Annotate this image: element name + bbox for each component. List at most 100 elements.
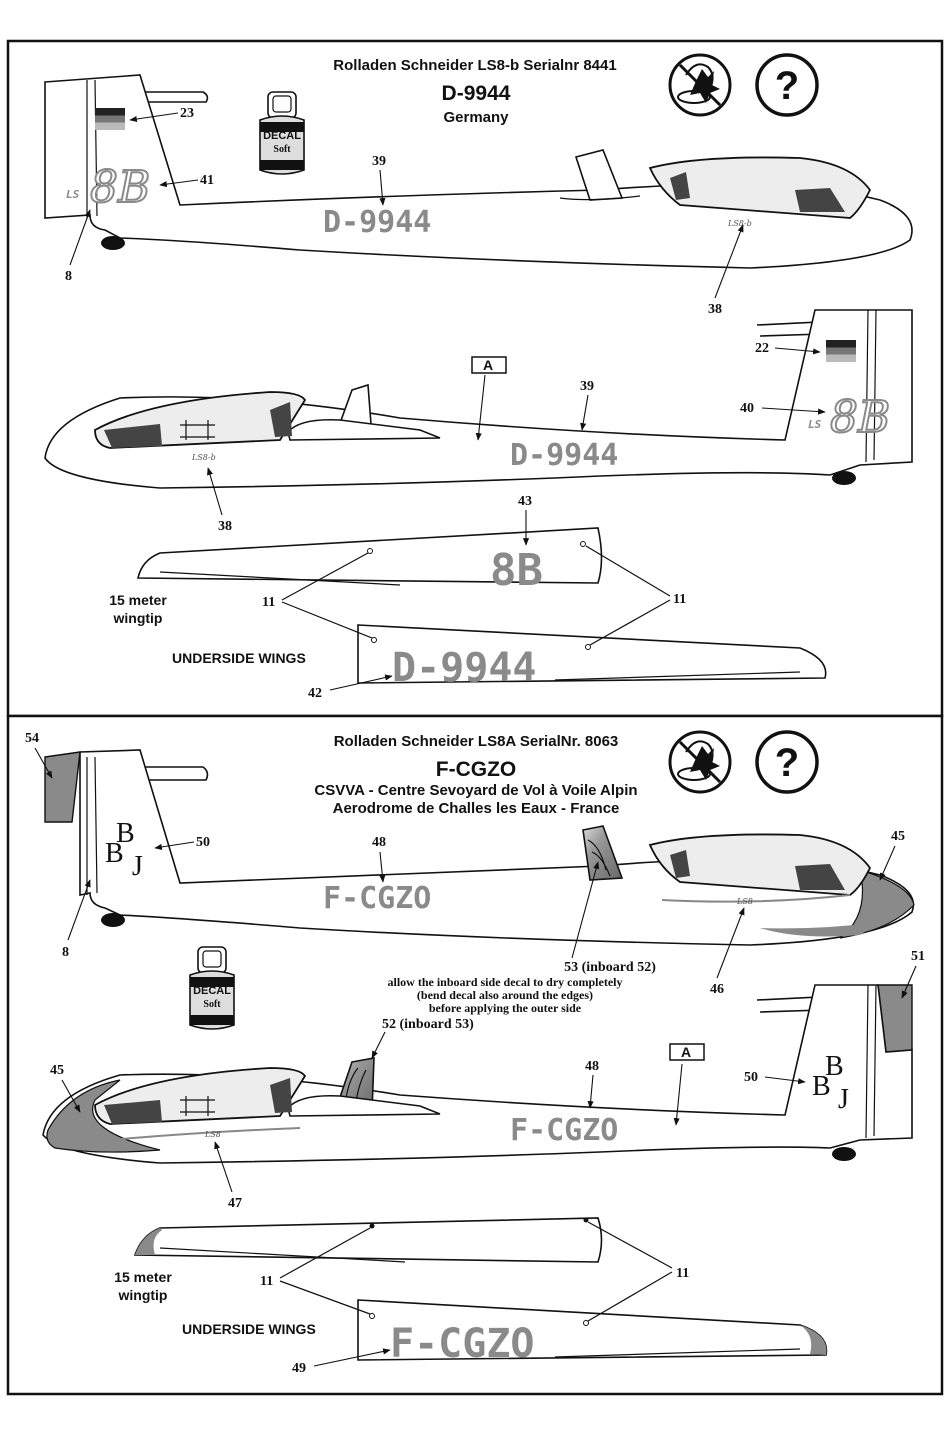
canopy-script-decal-47: LS8 [204, 1130, 221, 1139]
logo-letter-j: J [132, 851, 143, 882]
glider1-left-side: LS 8B D-9944 LS8-b A [44, 309, 913, 489]
help-icon-2: ? [755, 730, 819, 794]
nose-decal-45-left [46, 1079, 161, 1153]
flag-decal-22 [826, 340, 856, 362]
tail-prefix-decal: LS [66, 188, 80, 201]
glider1-right-side: LS 8B D-9944 LS8-b [44, 74, 913, 269]
panel1-callouts: 23 41 8 39 38 22 40 39 38 43 11 11 [65, 106, 826, 701]
inboard-decal-note: 53 (inboard 52) allow the inboard side d… [388, 960, 657, 1015]
tail-code-decal-41: 8B [90, 162, 150, 213]
marker-a-text: A [483, 357, 493, 373]
wingtip-label-line2: wingtip [113, 610, 163, 626]
callout-40: 40 [740, 401, 754, 416]
panel2-registration: F-CGZO [436, 758, 516, 781]
wing-reg-decal-42: D-9944 [392, 645, 537, 691]
underside-wings-label-2: UNDERSIDE WINGS [182, 1321, 316, 1337]
panel1-header: Rolladen Schneider LS8-b Serialnr 8441 [333, 57, 616, 74]
callout-11-d: 11 [676, 1266, 689, 1281]
panel-fcgzo: Rolladen Schneider LS8A SerialNr. 8063 F… [6, 714, 944, 1396]
callout-23: 23 [180, 106, 194, 121]
panel2-header: Rolladen Schneider LS8A SerialNr. 8063 [334, 733, 619, 750]
reference-marker-a-2 [669, 1043, 705, 1061]
note-line2: (bend decal also around the edges) [417, 988, 593, 1002]
wing-reg-decal-49: F-CGZO [390, 1321, 535, 1367]
reg-decal-39-right: D-9944 [323, 205, 431, 240]
callout-11-b: 11 [673, 592, 686, 607]
callout-11-a: 11 [262, 595, 275, 610]
callout-41: 41 [200, 173, 214, 188]
decal-soft-jar-icon-2: DECAL Soft [189, 946, 235, 1030]
svg-text:?: ? [775, 64, 799, 108]
callout-43: 43 [518, 494, 532, 509]
wingtip-label-line2-2: wingtip [118, 1287, 168, 1303]
note-line1: allow the inboard side decal to dry comp… [388, 975, 623, 989]
panel1-wings: 8B D-9944 15 meter wingtip UNDERSIDE WIN… [109, 527, 827, 691]
callout-8-b: 8 [62, 945, 69, 960]
callout-39-a: 39 [372, 154, 386, 169]
callout-54: 54 [25, 731, 39, 746]
no-water-icon [668, 53, 732, 117]
callout-11-c: 11 [260, 1274, 273, 1289]
underside-wings-label: UNDERSIDE WINGS [172, 650, 306, 666]
svg-text:Soft: Soft [203, 999, 221, 1010]
callout-47: 47 [228, 1196, 242, 1211]
logo-letter-j-left: J [838, 1084, 849, 1115]
callout-38-a: 38 [708, 302, 722, 317]
glider2-left-side: F-CGZO LS8 B B J A [42, 984, 913, 1164]
callout-48-b: 48 [585, 1059, 599, 1074]
tail-code-decal-40: 8B [830, 392, 890, 443]
callout-42: 42 [308, 686, 322, 701]
reg-decal-48-left: F-CGZO [510, 1113, 618, 1148]
callout-48-a: 48 [372, 835, 386, 850]
no-water-icon-2 [668, 730, 732, 794]
glider2-right-side: F-CGZO LS8 B B J [44, 749, 915, 946]
note-line3: before applying the outer side [429, 1001, 582, 1015]
callout-8: 8 [65, 269, 72, 284]
reg-decal-39-left: D-9944 [510, 438, 618, 473]
panel-d9944: Rolladen Schneider LS8-b Serialnr 8441 D… [6, 39, 944, 718]
logo-letter-b2-left: B [812, 1071, 831, 1102]
marker-a-text-2: A [681, 1044, 691, 1060]
flag-decal-23 [95, 108, 125, 130]
callout-39-b: 39 [580, 379, 594, 394]
logo-letter-b2: B [105, 838, 124, 869]
fin-decal-53 [582, 825, 624, 881]
panel2-location: Aerodrome de Challes les Eaux - France [333, 800, 620, 817]
reference-marker-a [471, 356, 507, 374]
help-icon: ? [755, 53, 819, 117]
panel1-registration: D-9944 [442, 82, 511, 105]
callout-53-note: 53 (inboard 52) [564, 960, 656, 975]
wingtip-label-line1-2: 15 meter [114, 1269, 172, 1285]
tail-prefix-decal-left: LS [808, 418, 822, 431]
svg-text:DECAL: DECAL [263, 130, 301, 142]
panel1-country: Germany [443, 109, 509, 126]
logo-letter-b1-left: B [825, 1051, 844, 1082]
callout-50-b: 50 [744, 1070, 758, 1085]
reg-decal-48-right: F-CGZO [323, 881, 431, 916]
callout-52: 52 (inboard 53) [382, 1017, 474, 1032]
wingtip-label-line1: 15 meter [109, 592, 167, 608]
canopy-script-decal-46: LS8 [736, 897, 753, 906]
logo-letter-b1: B [116, 818, 135, 849]
callout-46: 46 [710, 982, 724, 997]
svg-text:?: ? [775, 741, 799, 785]
canopy-script-decal-38: LS8-b [727, 219, 752, 228]
callout-38-b: 38 [218, 519, 232, 534]
callout-51: 51 [911, 949, 925, 964]
panel2-wings: F-CGZO 15 meter wingtip UNDERSIDE WINGS [114, 1217, 828, 1367]
svg-text:Soft: Soft [273, 144, 291, 155]
callout-45-a: 45 [891, 829, 905, 844]
callout-49: 49 [292, 1361, 306, 1376]
panel2-club-name: CSVVA - Centre Sevoyard de Vol à Voile A… [314, 782, 637, 799]
panel2-callouts: 54 50 48 45 8 46 51 52 (inboard 53) 45 4… [25, 731, 925, 1376]
wing-code-decal-43: 8B [490, 545, 543, 596]
tail-stripe-decal-54 [44, 751, 81, 823]
nose-decal-45 [839, 869, 915, 939]
canopy-script-decal-38-left: LS8-b [191, 453, 216, 462]
decal-soft-jar-icon: DECAL Soft [259, 91, 305, 175]
svg-text:DECAL: DECAL [193, 985, 231, 997]
callout-45-b: 45 [50, 1063, 64, 1078]
callout-22: 22 [755, 341, 769, 356]
callout-50-a: 50 [196, 835, 210, 850]
